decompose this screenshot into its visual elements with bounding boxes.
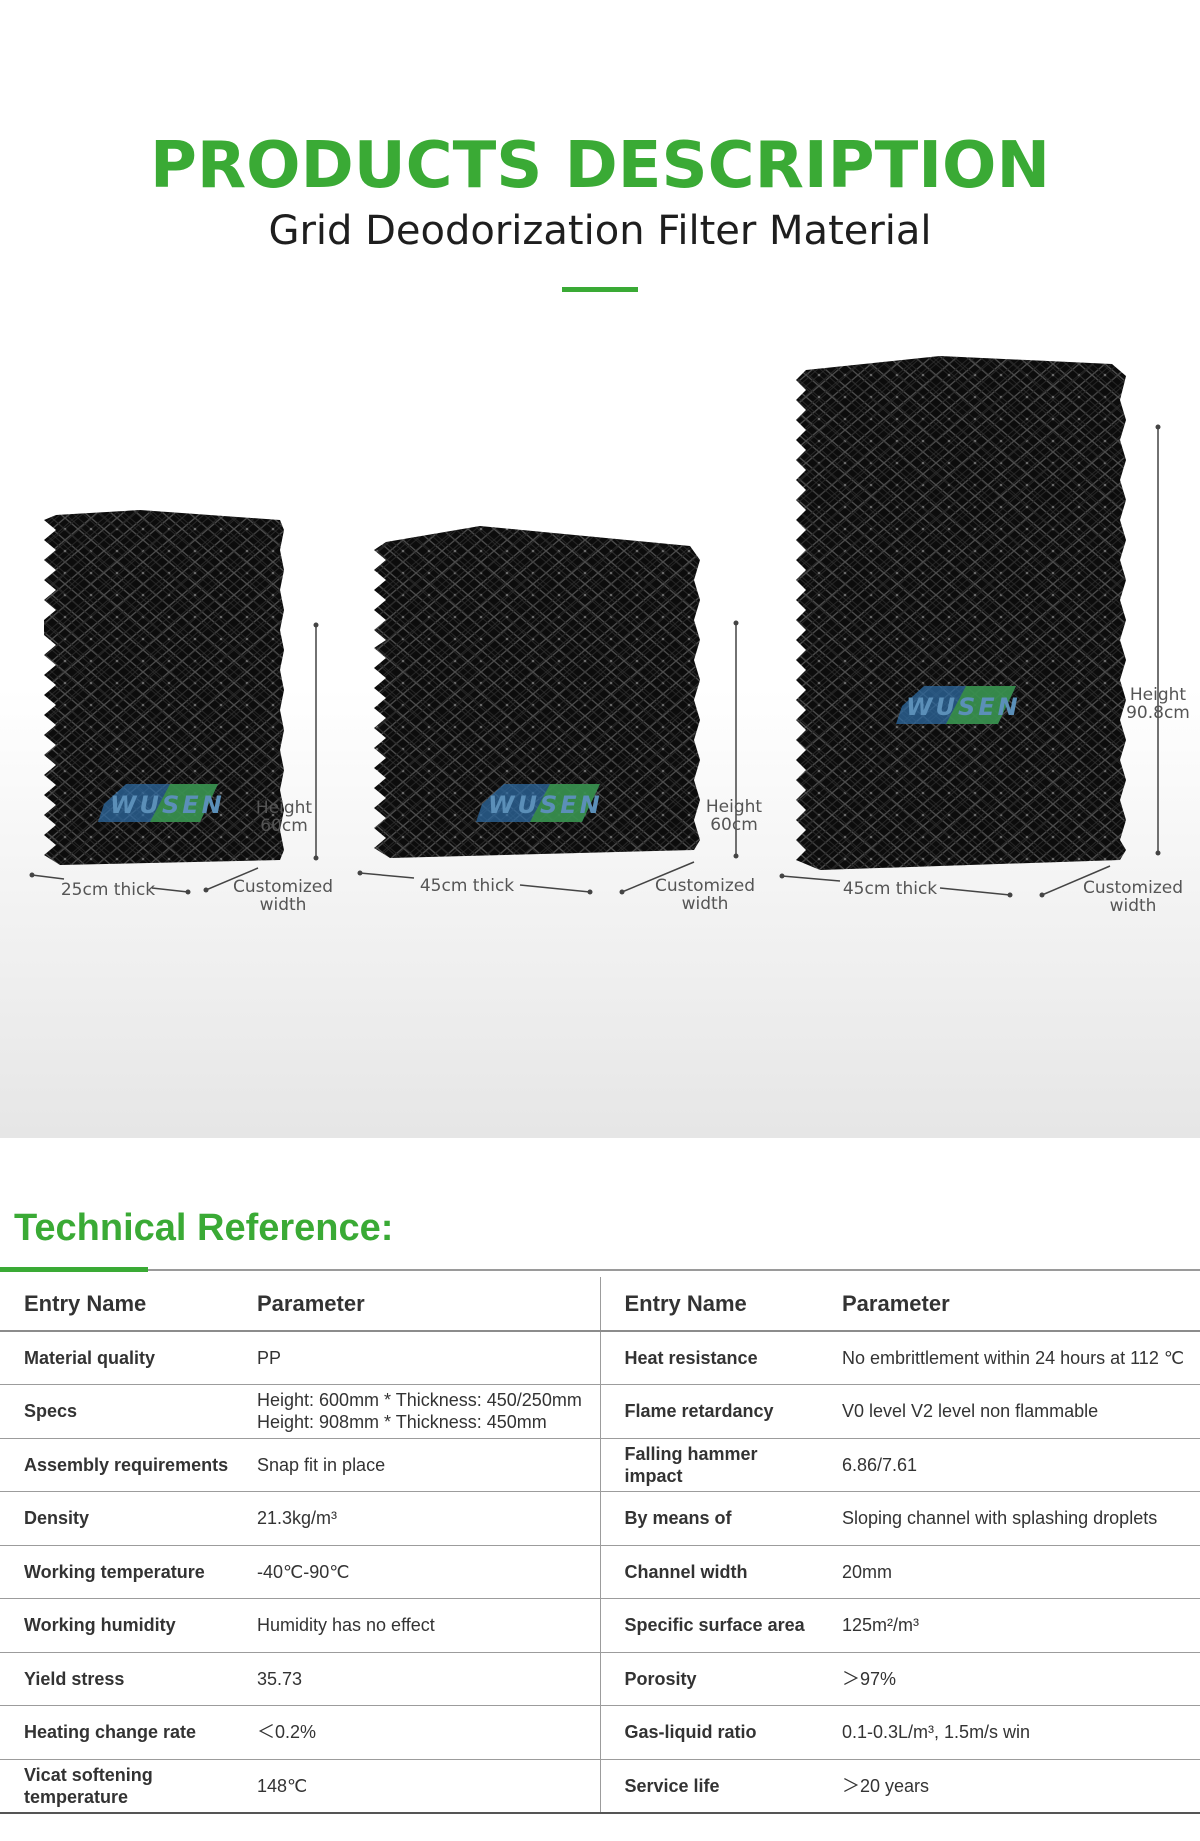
wusen-logo-3: WUSEN [896,686,1021,724]
width-label-1a: Customized [233,877,333,897]
svg-text:WUSEN: WUSEN [906,693,1021,721]
height-label-2: Height [706,797,763,817]
table-row: Heating change rate＜0.2%Gas-liquid ratio… [0,1705,1200,1760]
thickness-label-1: 25cm thick [61,880,155,900]
width-label-2b: width [682,894,729,914]
parameter-left: 148℃ [233,1759,601,1814]
parameter-left: 35.73 [233,1652,601,1706]
wusen-logo-2: WUSEN [476,784,603,822]
parameter-left: Snap fit in place [233,1438,601,1492]
width-label-1b: width [260,895,307,915]
parameter-right: 0.1-0.3L/m³, 1.5m/s win [818,1705,1200,1760]
entry-name-right: Specific surface area [600,1598,818,1653]
svg-text:WUSEN: WUSEN [488,791,603,819]
section-accent-bar [0,1267,148,1272]
entry-name-right: Service life [600,1759,818,1814]
entry-name-right: Falling hammer impact [600,1438,818,1492]
entry-name-left: Working temperature [0,1545,233,1599]
entry-name-left: Density [0,1491,233,1546]
product-illustration: WUSEN WUSEN WUSEN Height 60cm 25cm thick… [29,356,1190,916]
page-subtitle: Grid Deodorization Filter Material [268,208,932,254]
column-header-parameter-right: Parameter [818,1277,1200,1332]
width-label-3b: width [1110,896,1157,916]
table-header-row: Entry Name Parameter Entry Name Paramete… [0,1277,1200,1332]
entry-name-right: Flame retardancy [600,1384,818,1439]
parameter-left: PP [233,1331,601,1385]
entry-name-left: Material quality [0,1331,233,1385]
wusen-logo-1: WUSEN [98,784,225,822]
entry-name-right: Heat resistance [600,1331,818,1385]
svg-text:WUSEN: WUSEN [110,791,225,819]
filter-block-small [29,510,319,895]
parameter-right: 20mm [818,1545,1200,1599]
parameter-right: 125m²/m³ [818,1598,1200,1653]
entry-name-right: Porosity [600,1652,818,1706]
height-value-3: 90.8cm [1126,703,1190,723]
product-showcase: WUSEN WUSEN WUSEN Height 60cm 25cm thick… [0,320,1200,1138]
parameter-right: ＞20 years [818,1759,1200,1814]
parameter-left: Humidity has no effect [233,1598,601,1653]
height-value-1: 60cm [260,816,308,836]
width-label-2a: Customized [655,876,755,896]
column-header-entry-right: Entry Name [600,1277,818,1332]
parameter-left: 21.3kg/m³ [233,1491,601,1546]
page-title: PRODUCTS DESCRIPTION [149,129,1051,203]
parameter-right: 6.86/7.61 [818,1438,1200,1492]
section-divider [0,1269,1200,1271]
technical-reference-heading: Technical Reference: [14,1207,394,1249]
title-underline [562,287,638,292]
height-value-2: 60cm [710,815,758,835]
parameter-right: No embrittlement within 24 hours at 112 … [818,1331,1200,1385]
entry-name-left: Vicat softening temperature [0,1759,233,1814]
entry-name-left: Heating change rate [0,1705,233,1760]
width-label-3a: Customized [1083,878,1183,898]
column-header-parameter-left: Parameter [233,1277,601,1332]
thickness-label-2: 45cm thick [420,876,514,896]
parameter-right: V0 level V2 level non flammable [818,1384,1200,1439]
spec-table: Entry Name Parameter Entry Name Paramete… [0,1277,1200,1814]
filter-block-large [779,356,1161,898]
height-label-1: Height [256,798,313,818]
products-description-header: PRODUCTS DESCRIPTION Grid Deodorization … [0,0,1200,320]
entry-name-left: Specs [0,1384,233,1439]
entry-name-left: Yield stress [0,1652,233,1706]
filter-block-medium [357,526,739,895]
parameter-right: Sloping channel with splashing droplets [818,1491,1200,1546]
column-header-entry-left: Entry Name [0,1277,233,1332]
parameter-left-line-1: Height: 600mm * Thickness: 450/250mm [257,1390,582,1411]
parameter-left: ＜0.2% [233,1705,601,1760]
entry-name-right: By means of [600,1491,818,1546]
entry-name-left: Working humidity [0,1598,233,1653]
parameter-left-line-2: Height: 908mm * Thickness: 450mm [257,1412,547,1433]
entry-name-left: Assembly requirements [0,1438,233,1492]
parameter-right: ＞97% [818,1652,1200,1706]
thickness-label-3: 45cm thick [843,879,937,899]
height-label-3: Height [1130,685,1187,705]
entry-name-right: Gas-liquid ratio [600,1705,818,1760]
parameter-left: -40℃-90℃ [233,1545,601,1599]
entry-name-right: Channel width [600,1545,818,1599]
